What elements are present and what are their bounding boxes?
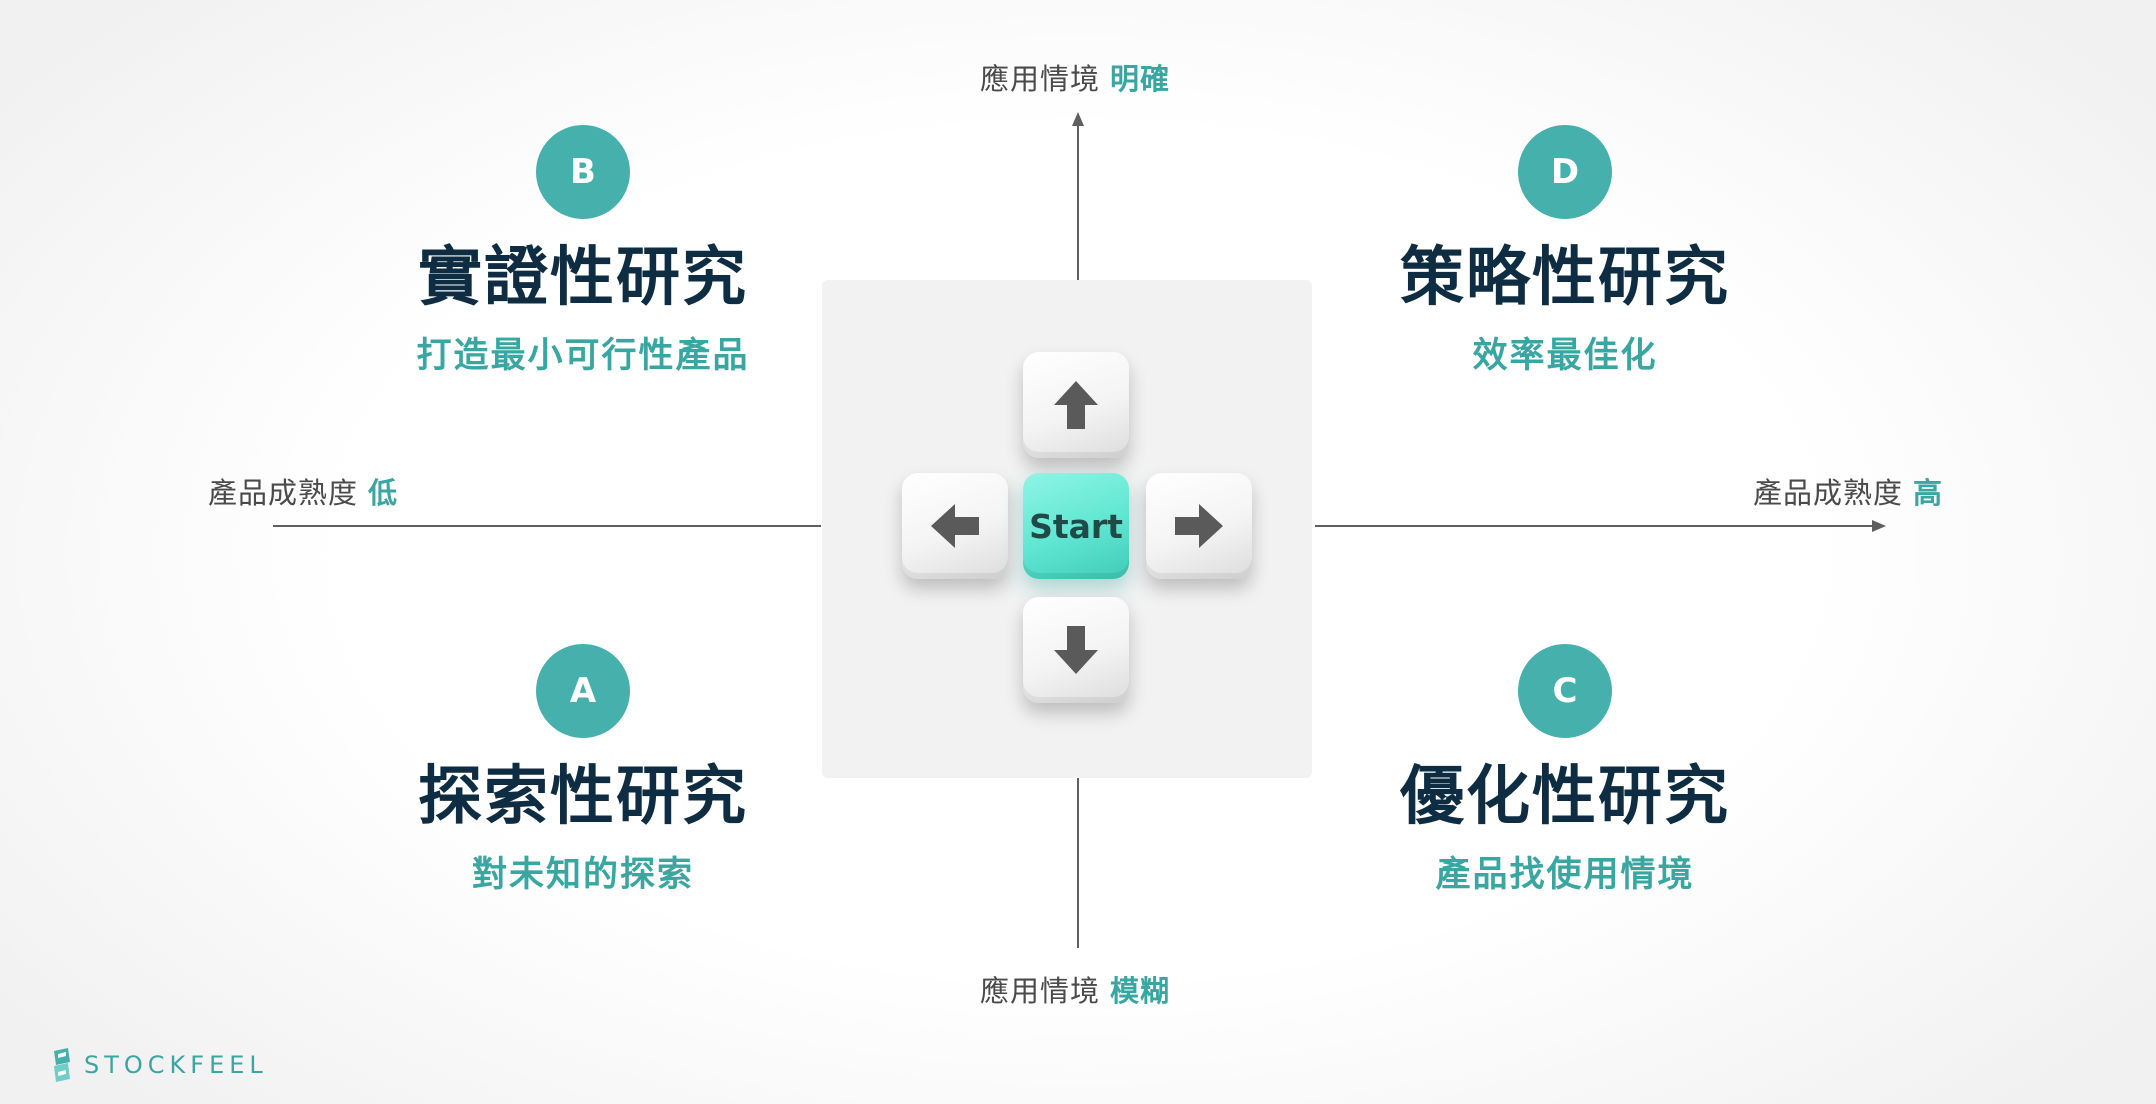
axis-label-bottom: 應用情境模糊 [980, 968, 1170, 1010]
axis-label-top-highlight: 明確 [1110, 62, 1171, 96]
quadrant-d-badge: D [1518, 125, 1612, 219]
quadrant-b-title: 實證性研究 [418, 241, 748, 315]
quadrant-d-title: 策略性研究 [1400, 241, 1730, 315]
quadrant-a-badge: A [536, 644, 630, 738]
quadrant-d: D 策略性研究 效率最佳化 [1305, 125, 1825, 378]
quadrant-a-subtitle: 對未知的探索 [471, 855, 694, 896]
quadrant-b-badge: B [536, 125, 630, 219]
axis-arrow-up-icon [1072, 112, 1084, 126]
axis-label-right-text: 產品成熟度 [1753, 476, 1904, 510]
axis-label-left: 產品成熟度低 [208, 470, 398, 512]
quadrant-a-title: 探索性研究 [418, 760, 748, 834]
axis-label-bottom-text: 應用情境 [980, 974, 1101, 1008]
axis-line-right [1315, 525, 1875, 527]
key-up[interactable] [1023, 352, 1129, 458]
key-right[interactable] [1146, 473, 1252, 579]
quadrant-b-subtitle: 打造最小可行性產品 [416, 336, 750, 377]
key-left[interactable] [902, 473, 1008, 579]
quadrant-c-badge: C [1518, 644, 1612, 738]
axis-line-top [1077, 122, 1079, 284]
stockfeel-logo-icon [54, 1048, 70, 1082]
axis-label-left-text: 產品成熟度 [208, 476, 359, 510]
axis-label-right: 產品成熟度高 [1753, 470, 1943, 512]
stockfeel-logo-text: STOCKFEEL [84, 1051, 268, 1079]
axis-arrow-right-icon [1872, 520, 1886, 532]
axis-label-top: 應用情境明確 [980, 56, 1170, 98]
stockfeel-logo: STOCKFEEL [50, 1048, 268, 1082]
quadrant-d-subtitle: 效率最佳化 [1472, 336, 1658, 377]
arrow-right-icon [1175, 504, 1223, 548]
arrow-down-icon [1054, 626, 1098, 674]
quadrant-c: C 優化性研究 產品找使用情境 [1305, 644, 1825, 897]
arrow-up-icon [1054, 381, 1098, 429]
arrow-left-icon [931, 504, 979, 548]
quadrant-c-title: 優化性研究 [1400, 760, 1730, 834]
start-key-label: Start [1029, 506, 1123, 546]
key-down[interactable] [1023, 597, 1129, 703]
quadrant-c-subtitle: 產品找使用情境 [1435, 855, 1695, 896]
axis-line-bottom [1077, 778, 1079, 948]
quadrant-a: A 探索性研究 對未知的探索 [323, 644, 843, 897]
axis-label-top-text: 應用情境 [980, 62, 1101, 96]
quadrant-b: B 實證性研究 打造最小可行性產品 [323, 125, 843, 378]
axis-line-left [273, 525, 821, 527]
axis-label-right-highlight: 高 [1913, 476, 1944, 510]
start-key[interactable]: Start [1023, 473, 1129, 579]
axis-label-left-highlight: 低 [368, 476, 399, 510]
axis-label-bottom-highlight: 模糊 [1110, 974, 1171, 1008]
